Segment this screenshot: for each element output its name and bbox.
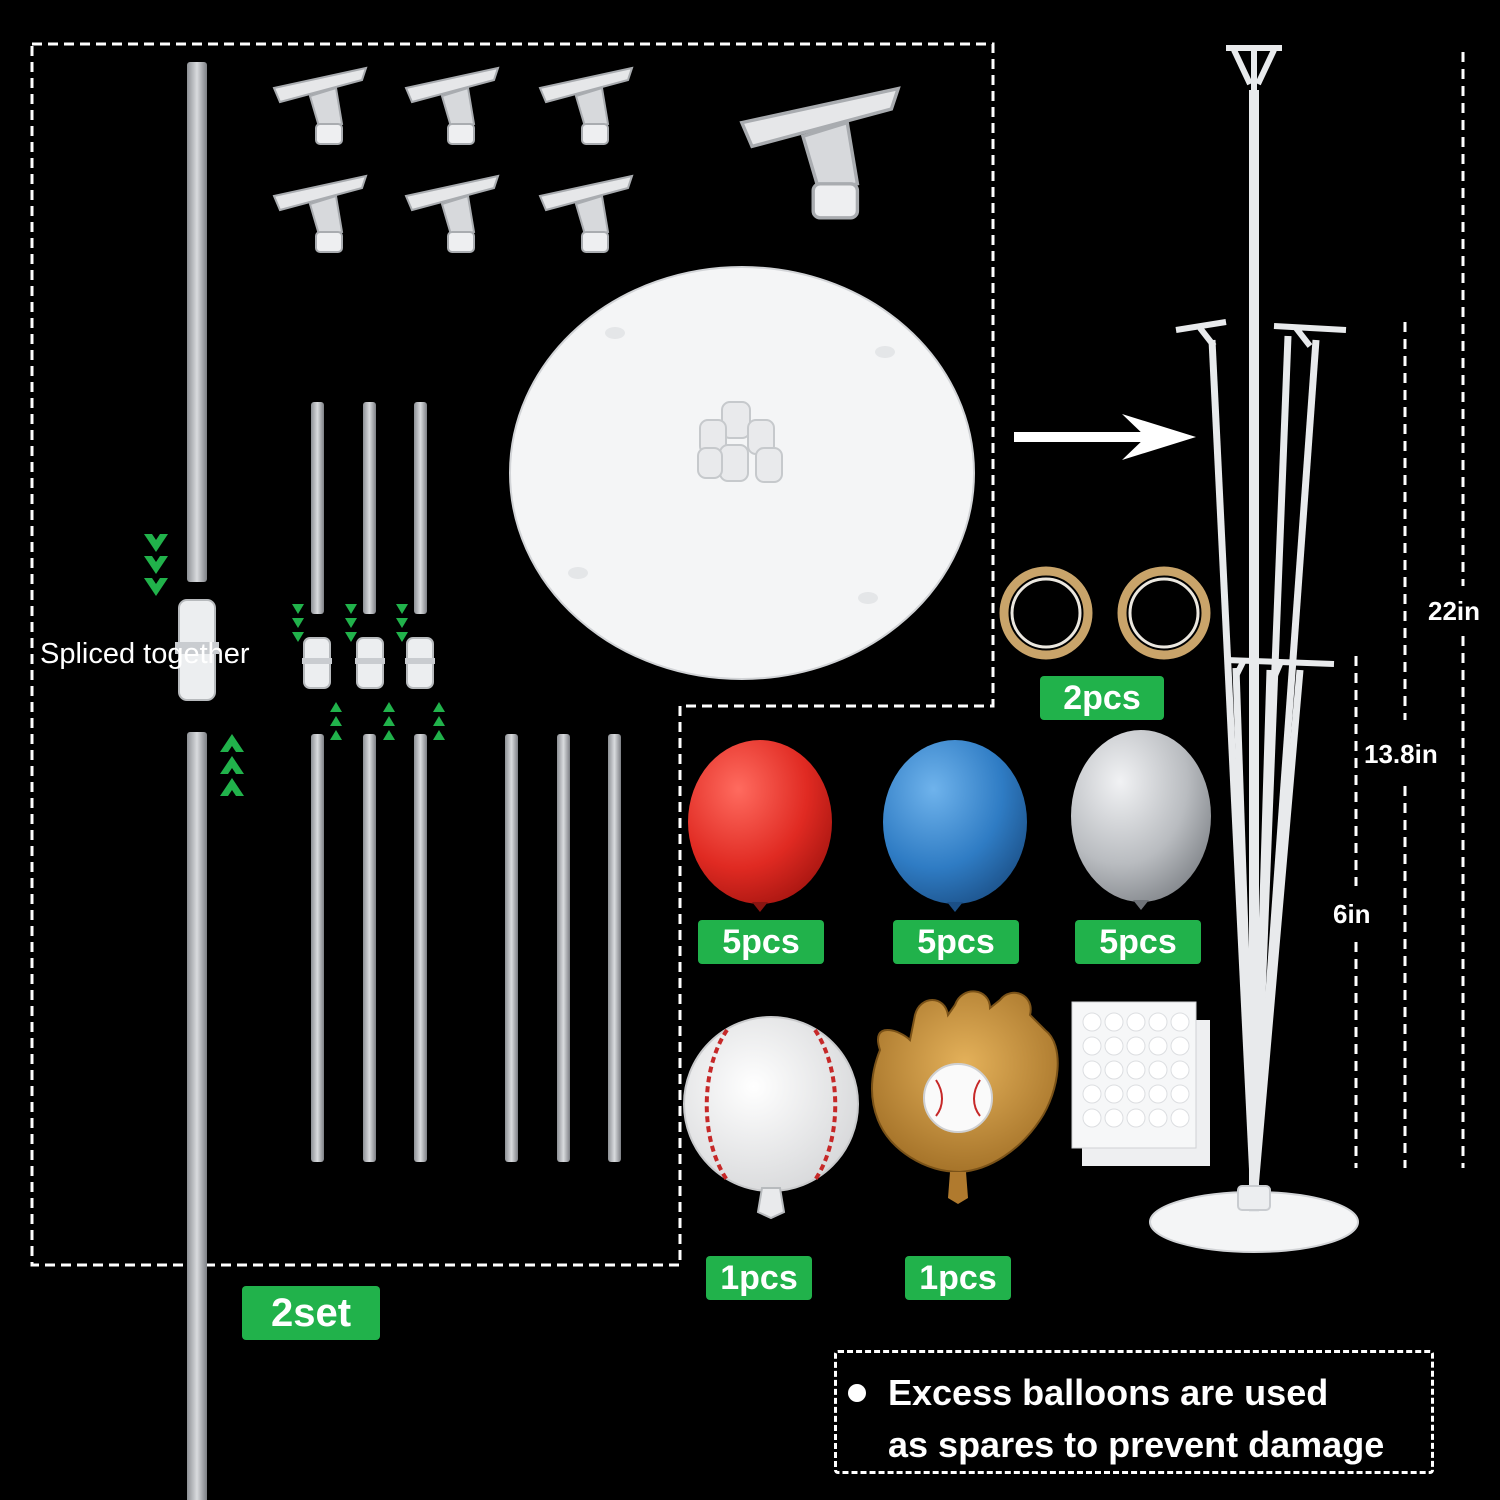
short-rod xyxy=(414,734,427,1162)
stand-base xyxy=(509,266,975,680)
splice-arrows-short xyxy=(292,604,445,740)
bullet-icon xyxy=(848,1384,866,1402)
long-rod-bottom xyxy=(187,732,207,1500)
baseball-count-badge: 1pcs xyxy=(706,1256,812,1300)
balloon-cup-large xyxy=(740,86,900,220)
set-count-badge: 2set xyxy=(242,1286,380,1340)
red-balloon xyxy=(688,740,832,912)
note-line-1: Excess balloons are used xyxy=(888,1372,1329,1413)
tape-count-badge: 2pcs xyxy=(1040,676,1164,720)
glue-dot-tape xyxy=(999,566,1211,660)
balloon-cup xyxy=(273,67,367,145)
glove-foil-balloon xyxy=(871,990,1059,1204)
blue-balloon xyxy=(883,740,1027,912)
balloon-cup xyxy=(405,67,499,145)
blue-balloon-count-badge: 5pcs xyxy=(893,920,1019,964)
dimension-mid-label: 13.8in xyxy=(1364,739,1438,769)
splice-arrows-long xyxy=(144,534,244,796)
red-balloon-count-badge: 5pcs xyxy=(698,920,824,964)
silver-balloon-count-badge: 5pcs xyxy=(1075,920,1201,964)
short-rod xyxy=(311,402,324,614)
short-rod xyxy=(505,734,518,1162)
spliced-together-label: Spliced together xyxy=(40,638,250,670)
short-rod xyxy=(608,734,621,1162)
dimension-total-label: 22in xyxy=(1428,596,1481,626)
balloon-cup xyxy=(539,175,633,253)
short-rod xyxy=(414,402,427,614)
assembly-arrow xyxy=(1014,414,1196,460)
rod-clip xyxy=(354,637,386,689)
short-rod xyxy=(557,734,570,1162)
balloon-cup xyxy=(539,67,633,145)
kit-outline xyxy=(30,42,995,1267)
long-rod-connector xyxy=(175,599,219,701)
silver-balloon xyxy=(1071,730,1211,910)
dimension-lines xyxy=(1354,52,1465,1168)
long-rod-top xyxy=(187,62,207,582)
note-box xyxy=(834,1350,1434,1474)
rod-clip xyxy=(404,637,436,689)
assembled-stand xyxy=(1149,45,1359,1253)
dimension-low-label: 6in xyxy=(1333,899,1371,929)
short-rod xyxy=(363,402,376,614)
glue-dot-sheets xyxy=(1071,1001,1210,1166)
short-rod xyxy=(311,734,324,1162)
balloon-cup xyxy=(273,175,367,253)
balloon-cup xyxy=(405,175,499,253)
short-rod xyxy=(363,734,376,1162)
rod-clip xyxy=(301,637,333,689)
baseball-foil-balloon xyxy=(683,1016,859,1220)
glove-count-badge: 1pcs xyxy=(905,1256,1011,1300)
note-line-2: as spares to prevent damage xyxy=(888,1424,1385,1465)
